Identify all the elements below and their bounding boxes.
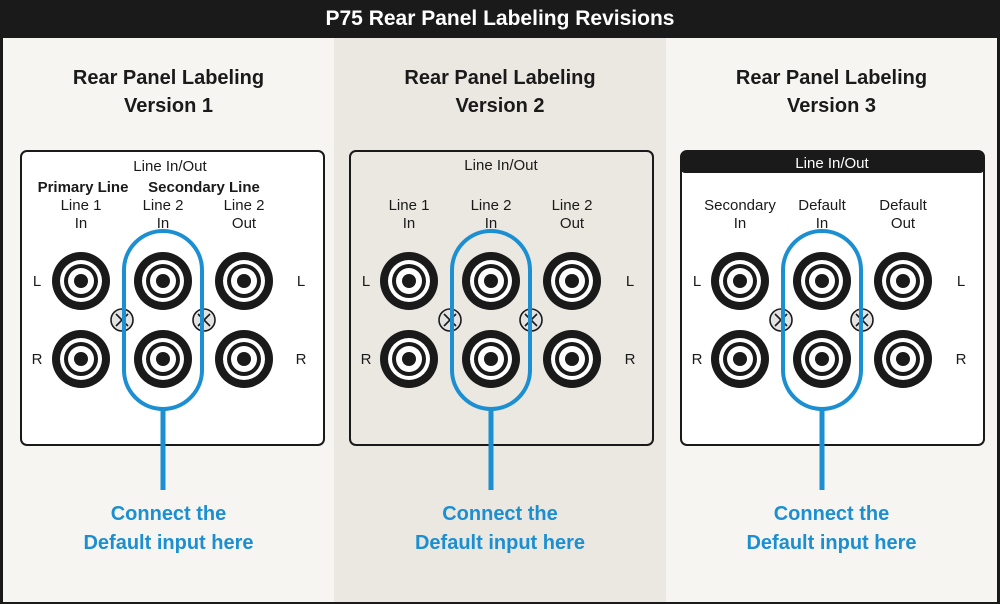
rca-jack-right-icon bbox=[874, 330, 932, 388]
jack-label-line1: Line 2 bbox=[471, 197, 512, 214]
rca-jack-left-icon bbox=[134, 252, 192, 310]
channel-label: L bbox=[693, 273, 701, 290]
line-in-out-label: Line In/Out bbox=[795, 155, 869, 172]
cta-line2: Default input here bbox=[746, 532, 917, 554]
version-1-heading-line1: Rear Panel Labeling bbox=[72, 67, 265, 89]
jack-label-line1: Default bbox=[879, 197, 927, 214]
cta-line2: Default input here bbox=[83, 532, 254, 554]
rca-jack-right-icon bbox=[543, 330, 601, 388]
primary-line-label: Primary Line bbox=[38, 179, 129, 196]
channel-label: L bbox=[297, 273, 305, 290]
version-3-heading-line2: Version 3 bbox=[787, 95, 876, 117]
channel-label: L bbox=[626, 273, 634, 290]
channel-label: R bbox=[956, 351, 967, 368]
jack-label-line1: Line 1 bbox=[389, 197, 430, 214]
jack-label-line2: In bbox=[485, 215, 498, 232]
rca-jack-left-icon bbox=[380, 252, 438, 310]
line-in-out-label: Line In/Out bbox=[464, 157, 538, 174]
rca-jack-left-icon bbox=[711, 252, 769, 310]
jack-label-line1: Line 2 bbox=[224, 197, 265, 214]
version-3-panel-drawing: Line In/Out SecondaryInDefaultInDefaultO… bbox=[680, 150, 985, 490]
cta-line1: Connect the bbox=[110, 503, 227, 525]
jack-label-line2: In bbox=[816, 215, 829, 232]
rca-jack-right-icon bbox=[711, 330, 769, 388]
jack-label-line1: Default bbox=[798, 197, 846, 214]
version-3-heading: Rear Panel Labeling Version 3 bbox=[666, 64, 997, 120]
jack-label-line2: In bbox=[403, 215, 416, 232]
jack-label-line2: Out bbox=[560, 215, 585, 232]
rca-jack-left-icon bbox=[543, 252, 601, 310]
jack-label-line2: Out bbox=[232, 215, 257, 232]
rca-jack-right-icon bbox=[52, 330, 110, 388]
channel-label: R bbox=[625, 351, 636, 368]
cta-line1: Connect the bbox=[773, 503, 890, 525]
rca-jack-right-icon bbox=[215, 330, 273, 388]
channel-label: L bbox=[33, 273, 41, 290]
version-1-panel-drawing: Line In/Out Primary Line Secondary Line … bbox=[20, 150, 325, 490]
jack-label-line2: In bbox=[157, 215, 170, 232]
line-in-out-header-bar bbox=[681, 151, 984, 173]
version-1-column: Rear Panel Labeling Version 1 Line In/Ou… bbox=[3, 38, 334, 602]
version-1-heading: Rear Panel Labeling Version 1 bbox=[3, 64, 334, 120]
jack-array bbox=[711, 229, 932, 490]
cta-line1: Connect the bbox=[442, 503, 558, 525]
cta-line2: Default input here bbox=[414, 532, 585, 554]
version-2-heading-line1: Rear Panel Labeling bbox=[404, 67, 596, 89]
jack-label-line1: Line 2 bbox=[143, 197, 184, 214]
jack-label-line2: In bbox=[75, 215, 88, 232]
rca-jack-right-icon bbox=[462, 330, 520, 388]
jack-label-line1: Secondary bbox=[704, 197, 776, 214]
rca-jack-left-icon bbox=[462, 252, 520, 310]
page-title: P75 Rear Panel Labeling Revisions bbox=[325, 7, 675, 30]
version-3-heading-line1: Rear Panel Labeling bbox=[735, 67, 928, 89]
channel-label: R bbox=[296, 351, 307, 368]
channel-label: R bbox=[32, 351, 43, 368]
version-3-column: Rear Panel Labeling Version 3 Line In/Ou… bbox=[666, 38, 997, 602]
version-1-heading-line2: Version 1 bbox=[124, 95, 213, 117]
jack-label-line2: Out bbox=[891, 215, 916, 232]
version-3-cta: Connect the Default input here bbox=[666, 500, 997, 558]
rca-jack-right-icon bbox=[380, 330, 438, 388]
version-2-heading: Rear Panel Labeling Version 2 bbox=[334, 64, 666, 120]
version-2-cta: Connect the Default input here bbox=[334, 500, 666, 558]
jack-array bbox=[52, 229, 273, 490]
channel-label: R bbox=[692, 351, 703, 368]
rca-jack-left-icon bbox=[52, 252, 110, 310]
channel-label: L bbox=[957, 273, 965, 290]
rca-jack-left-icon bbox=[793, 252, 851, 310]
version-1-cta: Connect the Default input here bbox=[3, 500, 334, 558]
jack-label-line1: Line 2 bbox=[552, 197, 593, 214]
rca-jack-left-icon bbox=[874, 252, 932, 310]
version-2-heading-line2: Version 2 bbox=[455, 95, 545, 117]
rca-jack-right-icon bbox=[793, 330, 851, 388]
rca-jack-left-icon bbox=[215, 252, 273, 310]
rca-jack-right-icon bbox=[134, 330, 192, 388]
secondary-line-label: Secondary Line bbox=[148, 179, 260, 196]
channel-label: R bbox=[361, 351, 372, 368]
jack-array bbox=[380, 229, 601, 490]
channel-label: L bbox=[362, 273, 370, 290]
version-2-column: Rear Panel Labeling Version 2 Line In/Ou… bbox=[334, 38, 666, 602]
jack-label-line2: In bbox=[734, 215, 747, 232]
line-in-out-label: Line In/Out bbox=[133, 158, 207, 175]
jack-label-line1: Line 1 bbox=[61, 197, 102, 214]
